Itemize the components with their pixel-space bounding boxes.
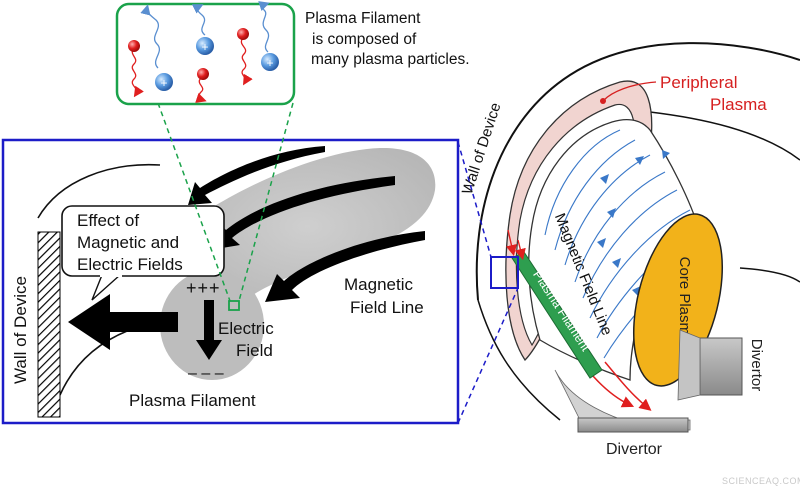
device-wall-lower <box>477 299 561 421</box>
callout-line1: Plasma Filament <box>305 10 421 27</box>
effect-line2: Magnetic and <box>77 233 179 252</box>
core-plasma-label: Core Plasma <box>676 257 693 344</box>
peripheral-pointer <box>603 81 657 101</box>
divertor-bottom-label: Divertor <box>606 441 663 458</box>
electron-particle-2 <box>237 28 249 40</box>
electric-label-line2: Field <box>236 341 273 360</box>
ion-particle-2 <box>196 37 214 55</box>
callout-line2: is composed of <box>312 31 417 48</box>
zoom-panel: Wall of Device +++ – – – Electric Field … <box>1 138 460 425</box>
peripheral-label-line2: Plasma <box>710 95 767 114</box>
tokamak-cross-section: Core Plasma Divertor Divertor Plasma Fil… <box>459 42 800 458</box>
divertor-bottom-block <box>554 369 691 431</box>
electron-particle-1 <box>128 40 140 52</box>
electron-path-3 <box>195 77 207 103</box>
electron-path-2 <box>240 37 253 86</box>
zoom-region-box <box>490 256 519 289</box>
electron-path-1 <box>131 47 144 98</box>
device-wall-outer <box>475 42 800 301</box>
device-wall-right <box>649 111 800 161</box>
panel-wall-label: Wall of Device <box>11 276 30 384</box>
ion-sign-1: + <box>160 76 167 90</box>
electron-particle-3 <box>197 68 209 80</box>
particle-zoom-square <box>228 300 240 311</box>
ion-particle-3 <box>261 53 279 71</box>
plus-signs: +++ <box>186 278 221 298</box>
peripheral-label-line1: Peripheral <box>660 73 738 92</box>
cross-wall-label: Wall of Device <box>459 101 505 197</box>
ion-path-2 <box>191 4 206 36</box>
drift-arrow <box>68 294 178 350</box>
effect-line3: Electric Fields <box>77 255 183 274</box>
zoom-connectors <box>157 102 519 424</box>
magnetic-label-line2: Field Line <box>350 298 424 317</box>
ion-path-1 <box>140 4 161 69</box>
filament-red-arrows <box>505 229 526 261</box>
particle-callout: + + + Plasma Filament is composed of man… <box>115 1 470 106</box>
hatched-wall <box>37 231 61 418</box>
electric-field-arrow <box>196 300 222 360</box>
panel-filament-label: Plasma Filament <box>129 391 256 410</box>
magnetic-label-line1: Magnetic <box>344 275 413 294</box>
ion-path-3 <box>258 1 270 53</box>
magnetic-flow-arrows <box>188 146 425 302</box>
minus-signs: – – – <box>188 365 224 382</box>
divertor-right-block <box>699 337 743 396</box>
ion-particle-1 <box>155 73 173 91</box>
watermark: SCIENCEAQ.COM <box>722 476 800 486</box>
effect-callout-box <box>61 205 225 277</box>
ion-sign-3: + <box>266 56 273 70</box>
electric-label-line1: Electric <box>218 319 274 338</box>
ion-sign-2: + <box>201 40 208 54</box>
callout-line3: many plasma particles. <box>311 51 470 68</box>
divertor-right-label: Divertor <box>748 339 765 392</box>
divertor-bottom-plate <box>577 417 689 433</box>
effect-line1: Effect of <box>77 211 139 230</box>
